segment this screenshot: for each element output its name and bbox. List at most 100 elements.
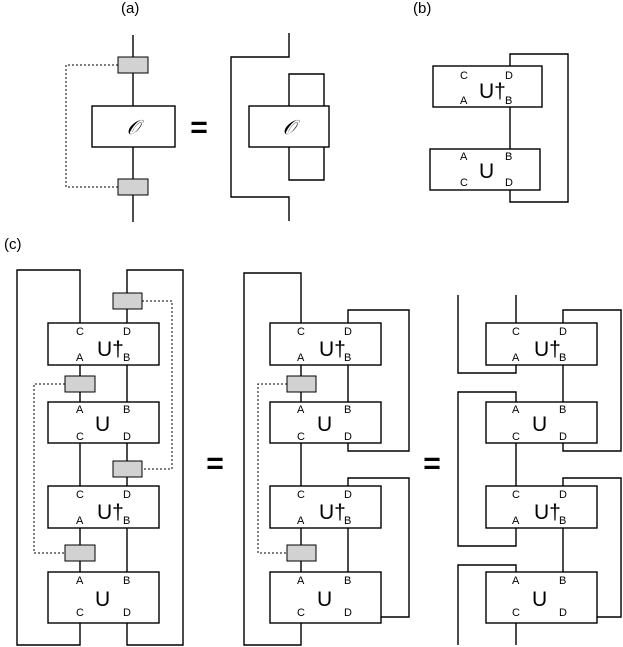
port-a: A <box>297 575 305 587</box>
gray-box <box>64 544 96 562</box>
port-c: C <box>512 431 520 443</box>
panel-label-a: (a) <box>121 0 139 17</box>
port-a: A <box>76 404 84 416</box>
u-dagger-box <box>485 322 598 366</box>
port-d: D <box>559 326 567 338</box>
port-d: D <box>123 431 131 443</box>
u-box <box>47 401 160 444</box>
u-label: U <box>479 160 494 183</box>
port-d: D <box>344 607 352 619</box>
port-b: B <box>559 352 566 364</box>
port-b: B <box>123 515 130 527</box>
u-label: U <box>95 588 110 611</box>
port-d: D <box>344 431 352 443</box>
panel-a-right: 𝒪 <box>230 33 330 221</box>
u-box <box>269 571 382 624</box>
u-dagger-box <box>269 322 382 366</box>
u-dagger-label: U† <box>319 501 346 524</box>
port-a: A <box>297 515 305 527</box>
port-d: D <box>505 177 513 189</box>
port-b: B <box>123 575 130 587</box>
port-a: A <box>76 575 84 587</box>
port-a: A <box>512 575 520 587</box>
u-dagger-box <box>485 485 598 529</box>
port-b: B <box>344 515 351 527</box>
operator-box <box>91 105 176 148</box>
port-b: B <box>505 95 512 107</box>
gray-box <box>64 375 96 393</box>
panel-b: U† C D A B U A B C D <box>429 53 569 203</box>
port-d: D <box>559 489 567 501</box>
panel-label-c: (c) <box>4 236 22 253</box>
u-box <box>269 401 382 444</box>
port-c: C <box>460 177 468 189</box>
u-dagger-box <box>432 65 543 108</box>
panel-c-right: U† C D A B U A B C D U† C D A B U A B C … <box>457 295 622 645</box>
port-a: A <box>460 151 468 163</box>
panel-a-left: 𝒪 <box>65 35 176 222</box>
u-dagger-label: U† <box>479 80 506 103</box>
u-label: U <box>95 413 110 436</box>
port-c: C <box>297 326 305 338</box>
port-d: D <box>344 326 352 338</box>
u-label: U <box>532 588 547 611</box>
port-c: C <box>297 607 305 619</box>
port-d: D <box>559 607 567 619</box>
port-d: D <box>123 489 131 501</box>
port-b: B <box>559 575 566 587</box>
panel-c-middle: U† C D A B U A B C D U† C D A B U A B C … <box>243 272 410 646</box>
port-b: B <box>123 352 130 364</box>
gray-box <box>286 544 317 562</box>
equals-sign: = <box>206 447 224 480</box>
port-a: A <box>76 515 84 527</box>
u-box <box>47 571 160 624</box>
port-b: B <box>344 575 351 587</box>
operator-box <box>248 105 330 148</box>
port-c: C <box>76 326 84 338</box>
port-a: A <box>297 404 305 416</box>
port-b: B <box>344 352 351 364</box>
port-b: B <box>344 404 351 416</box>
port-c: C <box>76 431 84 443</box>
port-d: D <box>123 607 131 619</box>
port-d: D <box>505 70 513 82</box>
gray-box <box>112 460 143 478</box>
panel-label-b: (b) <box>413 0 431 17</box>
port-c: C <box>512 607 520 619</box>
equals-sign: = <box>423 447 441 480</box>
u-dagger-box <box>47 485 160 529</box>
port-c: C <box>76 607 84 619</box>
port-d: D <box>559 431 567 443</box>
u-dagger-label: U† <box>534 501 561 524</box>
port-b: B <box>559 515 566 527</box>
u-label: U <box>532 413 547 436</box>
port-c: C <box>297 489 305 501</box>
gray-box <box>112 292 143 310</box>
port-c: C <box>297 431 305 443</box>
port-d: D <box>123 326 131 338</box>
port-d: D <box>344 489 352 501</box>
u-dagger-label: U† <box>97 501 124 524</box>
port-c: C <box>460 70 468 82</box>
port-b: B <box>505 151 512 163</box>
u-dagger-box <box>47 322 160 366</box>
port-a: A <box>460 95 468 107</box>
u-box <box>429 148 541 191</box>
port-c: C <box>512 326 520 338</box>
gray-box <box>117 56 149 74</box>
port-c: C <box>76 489 84 501</box>
u-dagger-box <box>269 485 382 529</box>
u-box <box>485 401 598 444</box>
equals-sign: = <box>190 111 208 144</box>
u-dagger-label: U† <box>97 338 124 361</box>
u-label: U <box>317 588 332 611</box>
port-a: A <box>297 352 305 364</box>
u-dagger-label: U† <box>319 338 346 361</box>
port-b: B <box>559 404 566 416</box>
gray-box <box>286 375 317 393</box>
u-label: U <box>317 413 332 436</box>
port-a: A <box>512 515 520 527</box>
port-a: A <box>76 352 84 364</box>
gray-box <box>117 178 149 196</box>
